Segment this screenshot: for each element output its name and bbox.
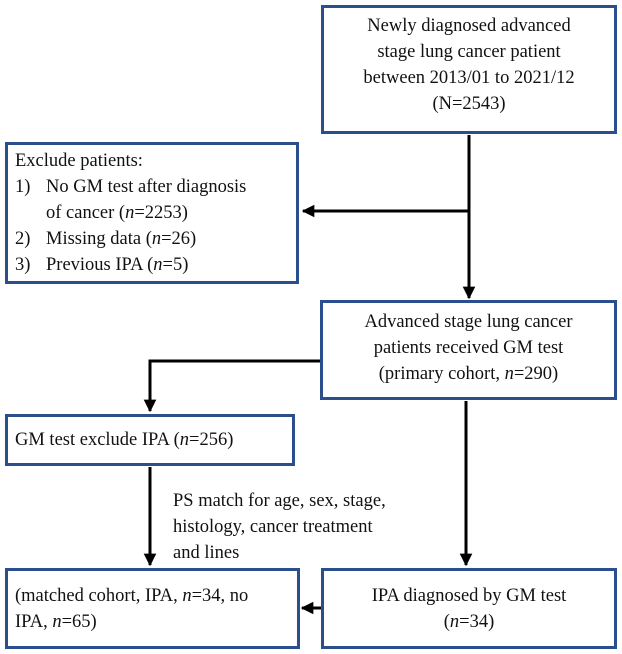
ipa-diagnosed-box: [321, 568, 617, 649]
arrow-to-gm-exclude-ipa: [143, 359, 320, 413]
ps-match-line-3: and lines: [173, 543, 240, 563]
ps-match-line-1: PS match for age, sex, stage,: [173, 491, 386, 511]
exclude-patients-box: [5, 142, 299, 284]
ipa-diagnosed-line-1: IPA diagnosed by GM test: [371, 586, 567, 606]
exclude-item-1-line1: No GM test after diagnosis: [46, 177, 247, 197]
ps-match-line-2: histology, cancer treatment: [173, 517, 373, 537]
gm-test-cohort-line-3: (primary cohort, n=290): [378, 364, 559, 384]
matched-cohort-line-2: IPA, n=65): [15, 612, 97, 632]
gm-exclude-ipa-box: [5, 414, 295, 466]
matched-cohort-line-1: (matched cohort, IPA, n=34, no: [15, 586, 249, 606]
exclude-item-2-num: 2): [15, 229, 31, 249]
matched-cohort-box: [5, 568, 300, 649]
newly-diagnosed-line-3: between 2013/01 to 2021/12: [363, 68, 575, 88]
ipa-diagnosed-line-2: (n=34): [443, 612, 495, 632]
newly-diagnosed-line-2: stage lung cancer patient: [377, 42, 561, 62]
exclude-item-3: Previous IPA (n=5): [46, 255, 189, 275]
gm-test-cohort-line-1: Advanced stage lung cancer: [364, 312, 573, 332]
newly-diagnosed-line-1: Newly diagnosed advanced: [367, 16, 571, 36]
exclude-item-2: Missing data (n=26): [46, 229, 197, 249]
exclude-item-3-num: 3): [15, 255, 31, 275]
newly-diagnosed-line-4: (N=2543): [432, 94, 506, 114]
gm-test-cohort-box: [320, 300, 617, 400]
exclude-title: Exclude patients:: [15, 151, 143, 171]
exclude-item-1-num: 1): [15, 177, 31, 197]
newly-diagnosed-box: [321, 5, 617, 134]
exclude-item-1-line2: of cancer (n=2253): [46, 203, 188, 223]
gm-test-cohort-line-2: patients received GM test: [373, 338, 564, 358]
gm-exclude-ipa-label: GM test exclude IPA (n=256): [15, 430, 234, 450]
